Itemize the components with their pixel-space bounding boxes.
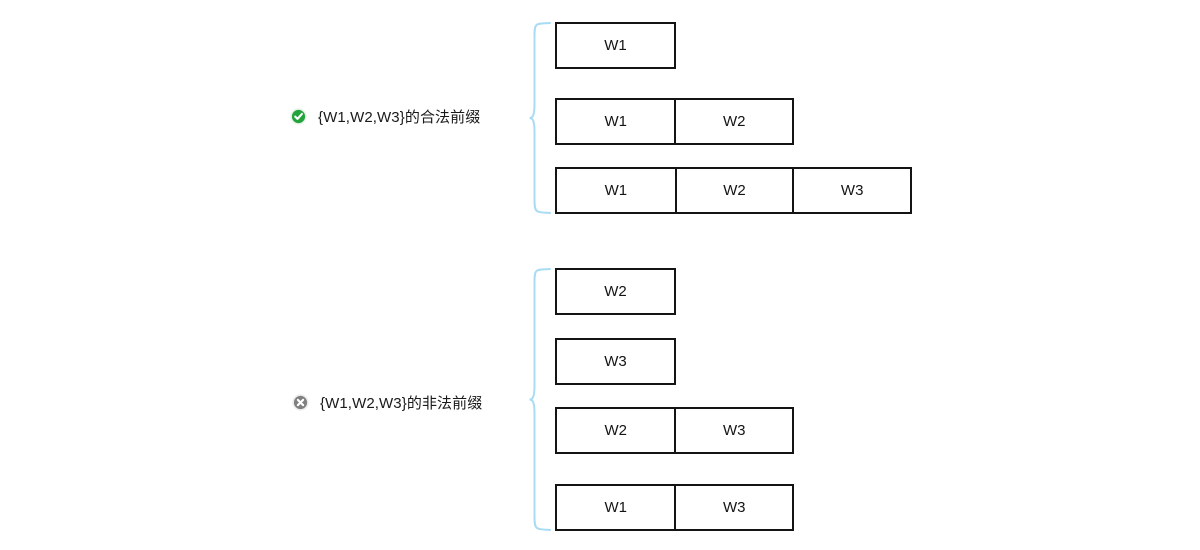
sequence-row: W3 bbox=[555, 338, 676, 385]
group-label-invalid-prefixes: {W1,W2,W3}的非法前缀 bbox=[292, 392, 482, 413]
word-cell: W2 bbox=[604, 283, 627, 300]
sequence-row: W2 W3 bbox=[555, 407, 794, 454]
curly-brace bbox=[529, 22, 551, 214]
word-cell: W3 bbox=[604, 353, 627, 370]
sequence-row: W2 bbox=[555, 268, 676, 315]
word-cell: W3 bbox=[674, 409, 792, 452]
x-circle-icon bbox=[292, 394, 309, 411]
group-label-text: {W1,W2,W3}的非法前缀 bbox=[320, 395, 483, 412]
group-label-text: {W1,W2,W3}的合法前缀 bbox=[318, 109, 481, 126]
word-cell: W2 bbox=[604, 422, 627, 439]
sequence-row: W1 bbox=[555, 22, 676, 69]
group-label-valid-prefixes: {W1,W2,W3}的合法前缀 bbox=[290, 106, 480, 127]
word-cell: W1 bbox=[604, 499, 627, 516]
word-cell: W1 bbox=[604, 182, 628, 199]
sequence-row: W1 W2 bbox=[555, 98, 794, 145]
word-cell: W3 bbox=[674, 486, 792, 529]
word-cell: W1 bbox=[604, 37, 627, 54]
word-cell: W2 bbox=[674, 100, 792, 143]
curly-brace bbox=[529, 268, 551, 531]
word-cell: W2 bbox=[674, 169, 793, 212]
word-cell: W1 bbox=[604, 113, 627, 130]
check-circle-icon bbox=[290, 108, 307, 125]
word-cell: W3 bbox=[792, 169, 910, 212]
sequence-row: W1 W3 bbox=[555, 484, 794, 531]
